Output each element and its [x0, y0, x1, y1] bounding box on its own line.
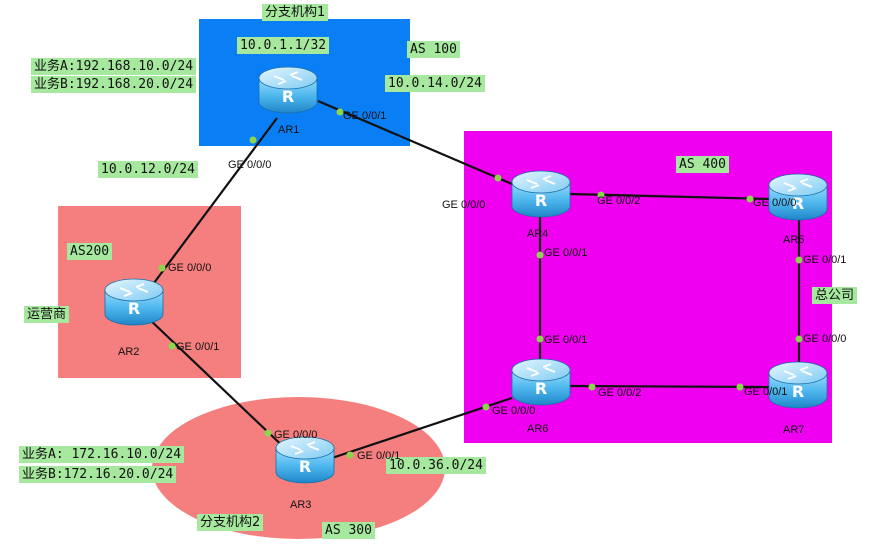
port-ar3-g001: GE 0/0/1 [357, 450, 401, 462]
port-dot [168, 342, 176, 350]
link-ar3-ar6[interactable] [319, 396, 513, 464]
port-ar3-g000: GE 0/0/0 [274, 429, 318, 441]
port-ar5-g001: GE 0/0/1 [803, 254, 847, 266]
port-dot [736, 383, 744, 391]
branch1-biz-a-label: 业务A:192.168.10.0/24 [31, 58, 197, 75]
branch2-title: 分支机构2 [197, 514, 264, 531]
net-12-label: 10.0.12.0/24 [98, 161, 198, 178]
branch2-biz-a-label: 业务A: 172.16.10.0/24 [19, 446, 185, 463]
branch1-biz-b-label: 业务B:192.168.20.0/24 [31, 76, 197, 93]
as400-label: AS 400 [676, 156, 729, 173]
as300-label: AS 300 [322, 522, 375, 539]
port-ar6-g001: GE 0/0/1 [544, 334, 588, 346]
port-dot [597, 191, 605, 199]
port-ar1-g000: GE 0/0/0 [228, 159, 272, 171]
isp-name-label: 运营商 [24, 306, 70, 323]
router-name-ar4: AR4 [527, 228, 549, 240]
router-name-ar5: AR5 [783, 234, 805, 246]
router-name-ar1: AR1 [278, 124, 300, 136]
port-ar7-g001: GE 0/0/1 [744, 386, 788, 398]
net-14-label: 10.0.14.0/24 [385, 75, 485, 92]
hq-name-label: 总公司 [812, 287, 858, 304]
port-ar1-g001: GE 0/0/1 [343, 110, 387, 122]
port-dot [746, 195, 754, 203]
link-ar1-ar2[interactable] [147, 117, 278, 292]
router-name-ar7: AR7 [783, 424, 805, 436]
port-dot [249, 136, 257, 144]
port-dot [795, 256, 803, 264]
port-dot [536, 335, 544, 343]
router-name-ar2: AR2 [118, 346, 140, 358]
port-dot [482, 403, 490, 411]
branch2-biz-b-label: 业务B:172.16.20.0/24 [19, 466, 177, 483]
router-ar1[interactable] [258, 66, 318, 114]
ar1-loopback-label: 10.0.1.1/32 [237, 37, 330, 54]
link-ar6-ar7[interactable] [569, 384, 770, 389]
port-dot [795, 335, 803, 343]
router-ar4[interactable] [511, 170, 571, 218]
port-dot [346, 451, 354, 459]
port-dot [264, 429, 272, 437]
port-ar4-g000: GE 0/0/0 [442, 199, 486, 211]
link-ar1-ar4[interactable] [317, 99, 513, 186]
port-ar2-g000: GE 0/0/0 [168, 262, 212, 274]
as100-label: AS 100 [407, 41, 460, 58]
port-dot [588, 383, 596, 391]
routers [104, 66, 828, 484]
router-name-ar3: AR3 [290, 499, 312, 511]
port-dot [494, 174, 502, 182]
router-ar6[interactable] [511, 358, 571, 406]
port-dot [158, 264, 166, 272]
port-ar7-g000: GE 0/0/0 [803, 333, 847, 345]
port-ar5-g000: GE 0/0/0 [753, 197, 797, 209]
net-36-label: 10.0.36.0/24 [386, 457, 486, 474]
router-ar7[interactable] [768, 361, 828, 409]
port-ar4-g002: GE 0/0/2 [597, 195, 641, 207]
branch1-title: 分支机构1 [262, 4, 329, 21]
port-ar6-g000: GE 0/0/0 [492, 405, 536, 417]
as200-label: AS200 [67, 243, 113, 260]
port-ar6-g002: GE 0/0/2 [598, 387, 642, 399]
port-dots [158, 108, 803, 459]
router-ar3[interactable] [275, 436, 335, 484]
port-dot [536, 251, 544, 259]
port-dot [336, 108, 344, 116]
port-ar2-g001: GE 0/0/1 [176, 341, 220, 353]
router-ar2[interactable] [104, 278, 164, 326]
port-ar4-g001: GE 0/0/1 [544, 247, 588, 259]
router-name-ar6: AR6 [527, 423, 549, 435]
